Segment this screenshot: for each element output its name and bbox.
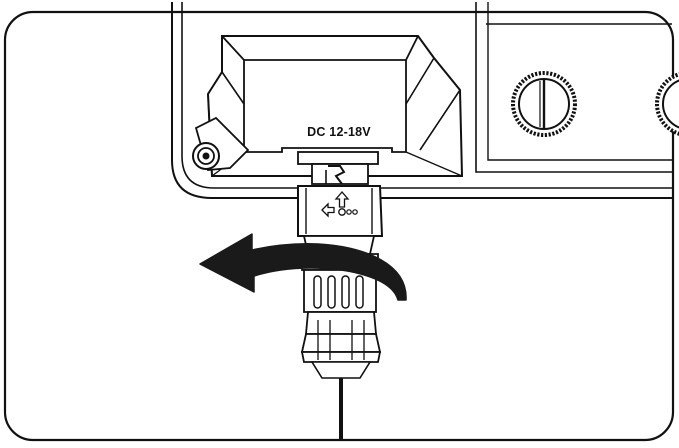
control-knob-2: [655, 72, 679, 136]
screw-fixture: [192, 116, 250, 171]
unlock-symbol: [321, 191, 358, 218]
control-knob-1: [511, 71, 577, 137]
port-voltage-label: DC 12-18V: [307, 125, 371, 139]
cable-boot: [300, 311, 382, 379]
rotate-arrow: [199, 233, 407, 301]
ribbed-nut: [303, 269, 377, 313]
device-housing: [171, 2, 672, 199]
dc-socket: [297, 151, 379, 185]
port-hood: [206, 35, 464, 177]
